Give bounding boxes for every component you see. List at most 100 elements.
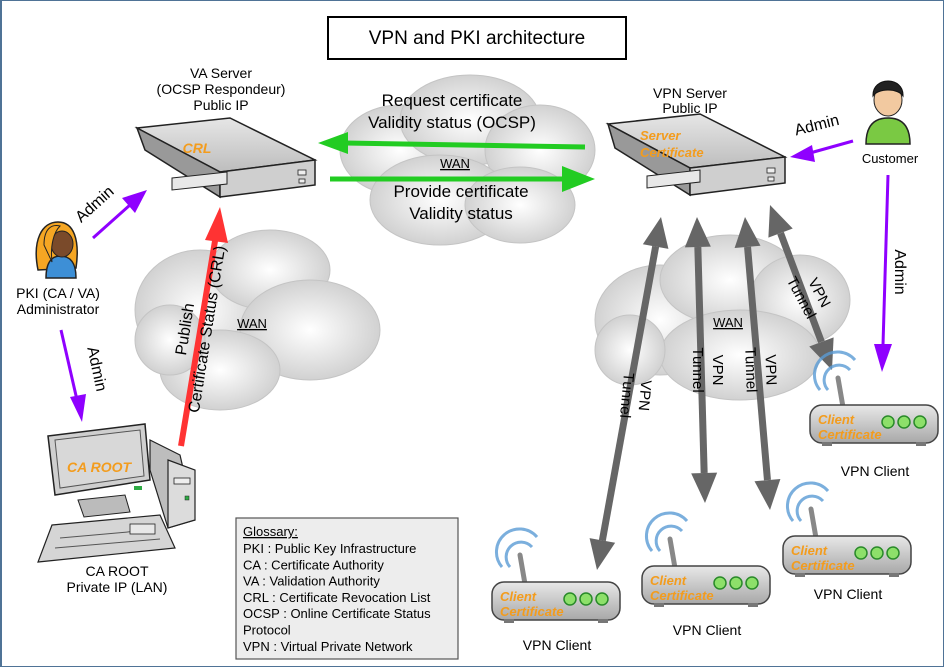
va-server-label-2: (OCSP Respondeur) <box>157 81 286 97</box>
status-led-icon <box>913 415 927 429</box>
server-icon <box>134 117 318 199</box>
title-box: VPN and PKI architecture <box>327 16 627 60</box>
admin-arrow-customer-to-client <box>874 174 892 372</box>
server-icon <box>605 113 788 197</box>
ca-root-label-1: CA ROOT <box>85 563 148 579</box>
va-server-label-3: Public IP <box>193 97 248 113</box>
server-certificate-badge-2: Certificate <box>640 145 704 160</box>
ocsp-request-label-1: Request certificate <box>382 91 523 110</box>
client-certificate-badge-1: Client <box>818 412 855 427</box>
svg-text:VPN: VPN <box>635 379 655 411</box>
svg-text:Tunnel: Tunnel <box>689 347 706 392</box>
status-led-icon <box>579 592 593 606</box>
glossary-entry: VPN : Virtual Private Network <box>243 639 413 654</box>
status-led-icon <box>854 546 868 560</box>
wan-label-crl: WAN <box>237 316 267 331</box>
pki-admin-label-1: PKI (CA / VA) <box>16 285 100 301</box>
router-icon <box>491 581 621 623</box>
ocsp-provide-label-1: Provide certificate <box>393 182 528 201</box>
svg-text:Tunnel: Tunnel <box>741 347 760 393</box>
vpn-tunnels <box>589 205 834 570</box>
glossary-heading: Glossary: <box>243 524 298 539</box>
pki-admin-label-2: Administrator <box>17 301 100 317</box>
svg-text:Tunnel: Tunnel <box>616 372 637 419</box>
tunnel-label-1: VPN Tunnel <box>616 372 654 419</box>
ocsp-request-label-2: Validity status (OCSP) <box>368 113 536 132</box>
client-certificate-badge-2: Certificate <box>818 427 882 442</box>
pki-administrator: PKI (CA / VA) Administrator <box>16 221 100 317</box>
customer-label: Customer <box>862 151 919 166</box>
glossary-entry: CRL : Certificate Revocation List <box>243 590 431 605</box>
client-certificate-badge-2: Certificate <box>500 604 564 619</box>
glossary-entry: OCSP : Online Certificate Status <box>243 606 431 621</box>
wifi-signal-icon <box>644 511 689 553</box>
ca-root-screen-label: CA ROOT <box>67 459 132 475</box>
vpn-tunnel-arrow <box>734 217 781 510</box>
glossary-entry: Protocol <box>243 623 291 638</box>
wan-label-vpn: WAN <box>713 315 743 330</box>
vpn-client-label: VPN Client <box>814 586 883 602</box>
client-certificate-badge-1: Client <box>650 573 687 588</box>
ca-root-computer: CA ROOT CA ROOT Private IP (LAN) <box>37 423 196 595</box>
glossary-entry: PKI : Public Key Infrastructure <box>243 541 416 556</box>
status-led-icon <box>897 415 911 429</box>
status-led-icon <box>886 546 900 560</box>
admin-label-pki-to-va: Admin <box>72 183 117 226</box>
vpn-client-label: VPN Client <box>523 637 592 653</box>
administrator-avatar-icon <box>35 221 78 279</box>
admin-label-customer-to-server: Admin <box>793 112 841 139</box>
client-certificate-badge-2: Certificate <box>791 558 855 573</box>
vpn-tunnel-arrow <box>589 217 669 570</box>
crl-badge: CRL <box>183 140 212 156</box>
server-certificate-badge-1: Server <box>640 128 681 143</box>
router-icon <box>641 565 771 607</box>
status-led-icon <box>563 592 577 606</box>
computer-icon <box>37 423 196 563</box>
ocsp-request-arrow <box>318 132 586 154</box>
status-led-icon <box>881 415 895 429</box>
ca-root-label-2: Private IP (LAN) <box>67 579 168 595</box>
customer: Customer <box>862 80 919 166</box>
wifi-signal-icon <box>785 481 830 523</box>
admin-arrow-pki-to-va <box>92 190 147 240</box>
admin-label-customer-to-client: Admin <box>891 249 908 294</box>
status-led-icon <box>729 576 743 590</box>
ocsp-response-arrow <box>330 166 595 192</box>
status-led-icon <box>713 576 727 590</box>
admin-arrow-pki-to-ca <box>59 329 86 422</box>
status-led-icon <box>870 546 884 560</box>
ocsp-provide-label-2: Validity status <box>409 204 513 223</box>
tunnel-label-2: VPN Tunnel <box>689 347 726 392</box>
crl-publish-arrow <box>178 207 228 447</box>
customer-avatar-icon <box>865 80 911 145</box>
client-certificate-badge-2: Certificate <box>650 588 714 603</box>
vpn-client-label: VPN Client <box>841 463 910 479</box>
vpn-server-label-2: Public IP <box>662 100 717 116</box>
glossary-box: Glossary: PKI : Public Key Infrastructure… <box>235 517 459 660</box>
glossary-entry: VA : Validation Authority <box>243 574 380 589</box>
status-led-icon <box>595 592 609 606</box>
va-server: VA Server (OCSP Respondeur) Public IP CR… <box>134 65 318 199</box>
va-server-label-1: VA Server <box>190 65 252 81</box>
tunnel-label-3: VPN Tunnel <box>741 347 779 393</box>
router-icon <box>782 535 912 577</box>
wifi-signal-icon <box>812 350 857 392</box>
admin-label-pki-to-ca: Admin <box>83 345 109 393</box>
wifi-signal-icon <box>494 527 539 569</box>
glossary-entry: CA : Certificate Authority <box>243 557 384 572</box>
vpn-server: VPN Server Public IP Server Certificate <box>605 85 788 197</box>
status-led-icon <box>745 576 759 590</box>
client-certificate-badge-1: Client <box>500 589 537 604</box>
vpn-server-label-1: VPN Server <box>653 85 727 101</box>
router-icon <box>809 404 939 446</box>
vpn-tunnel-arrow <box>768 205 834 370</box>
vpn-client-label: VPN Client <box>673 622 742 638</box>
client-certificate-badge-1: Client <box>791 543 828 558</box>
